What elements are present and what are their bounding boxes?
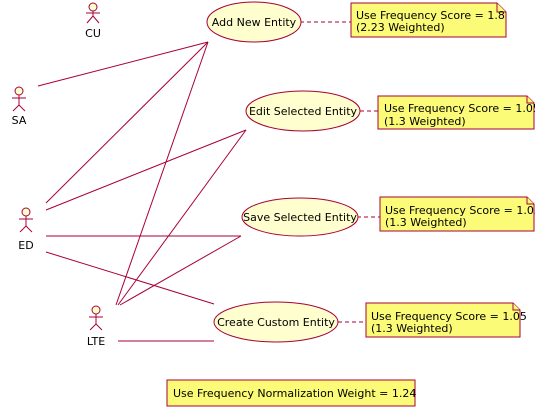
actor-label-cu: CU bbox=[85, 27, 101, 40]
note-line-2: (1.3 Weighted) bbox=[371, 322, 453, 335]
usecase-save-selected-entity[interactable]: Save Selected Entity bbox=[241, 197, 359, 237]
note-line-2: (1.3 Weighted) bbox=[384, 115, 466, 128]
association-lte-save bbox=[119, 235, 242, 306]
note-line-1: Use Frequency Score = 1.05 bbox=[385, 204, 535, 217]
note-edit-selected-entity: Use Frequency Score = 1.05 (1.3 Weighted… bbox=[377, 95, 535, 130]
usecase-create-custom-entity[interactable]: Create Custom Entity bbox=[213, 301, 339, 343]
note-create-custom-entity: Use Frequency Score = 1.05 (1.3 Weighted… bbox=[365, 302, 527, 338]
usecase-edit-selected-entity[interactable]: Edit Selected Entity bbox=[245, 90, 361, 132]
note-line-2: (1.3 Weighted) bbox=[385, 216, 467, 229]
associations bbox=[37, 41, 247, 342]
note-line-1: Use Frequency Score = 1.05 bbox=[384, 102, 535, 115]
actor-ed: ED bbox=[18, 207, 34, 252]
actor-cu: CU bbox=[85, 2, 101, 40]
usecase-label: Create Custom Entity bbox=[217, 316, 335, 329]
actor-label-lte: LTE bbox=[87, 335, 105, 348]
actor-label-sa: SA bbox=[12, 114, 27, 127]
association-sa-add bbox=[37, 41, 209, 87]
usecase-label: Add New Entity bbox=[212, 16, 297, 29]
note-connectors bbox=[300, 21, 380, 323]
note-add-new-entity: Use Frequency Score = 1.8 (2.23 Weighted… bbox=[350, 2, 507, 38]
note-save-selected-entity: Use Frequency Score = 1.05 (1.3 Weighted… bbox=[379, 196, 535, 232]
usecase-label: Save Selected Entity bbox=[243, 211, 357, 224]
actor-sa: SA bbox=[12, 86, 27, 127]
actor-label-ed: ED bbox=[18, 239, 33, 252]
footer-note-text: Use Frequency Normalization Weight = 1.2… bbox=[173, 387, 416, 400]
note-line-2: (2.23 Weighted) bbox=[356, 21, 445, 34]
association-ed-edit bbox=[45, 129, 247, 211]
association-lte-add bbox=[115, 41, 209, 306]
usecase-add-new-entity[interactable]: Add New Entity bbox=[206, 1, 302, 43]
association-lte-edit bbox=[117, 129, 247, 306]
association-ed-add bbox=[45, 41, 209, 204]
note-normalization-weight: Use Frequency Normalization Weight = 1.2… bbox=[166, 379, 416, 407]
note-line-1: Use Frequency Score = 1.8 bbox=[356, 9, 505, 22]
usecase-label: Edit Selected Entity bbox=[249, 105, 358, 118]
association-ed-custom bbox=[45, 251, 215, 305]
note-line-1: Use Frequency Score = 1.05 bbox=[371, 310, 527, 323]
actor-lte: LTE bbox=[87, 305, 105, 348]
